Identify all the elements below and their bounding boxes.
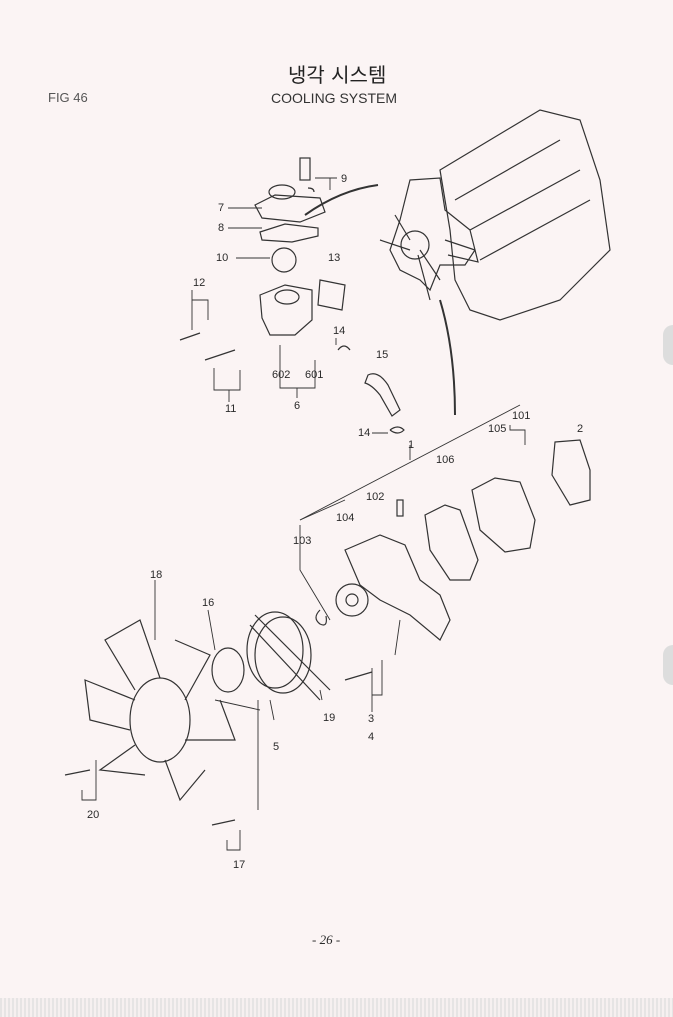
callout-12: 12 (193, 277, 206, 289)
callout-18: 18 (150, 569, 163, 581)
fan-and-pulley (64, 609, 373, 826)
callout-104: 104 (336, 512, 355, 524)
callout-3: 3 (368, 713, 375, 725)
callout-7: 7 (218, 202, 225, 214)
engine-block (379, 109, 611, 321)
callout-14-lower: 14 (358, 427, 371, 439)
figure-number: FIG 46 (48, 90, 88, 105)
callout-601: 601 (305, 369, 324, 381)
callout-14: 14 (333, 325, 346, 337)
water-pump-assembly (335, 439, 591, 641)
callout-105: 105 (488, 423, 507, 435)
callout-106: 106 (436, 454, 455, 466)
callout-2: 2 (577, 423, 584, 435)
callout-4: 4 (368, 731, 375, 743)
callout-102: 102 (366, 491, 385, 503)
callout-leaders (81, 177, 526, 851)
callout-6: 6 (294, 400, 301, 412)
callout-19: 19 (323, 712, 336, 724)
assembly-arrow (304, 184, 379, 216)
thermostat-housing (179, 157, 405, 434)
callout-9: 9 (341, 173, 348, 185)
callout-13: 13 (328, 252, 341, 264)
title-english: COOLING SYSTEM (271, 90, 398, 106)
binder-hole (663, 325, 673, 365)
callout-103: 103 (293, 535, 312, 547)
callout-602: 602 (272, 369, 291, 381)
callout-16: 16 (202, 597, 215, 609)
callout-5: 5 (273, 741, 280, 753)
page-number: - 26 - (312, 932, 341, 947)
binder-hole (663, 645, 673, 685)
assembly-arrow (439, 299, 456, 416)
callout-11: 11 (225, 403, 237, 415)
callout-1: 1 (408, 439, 415, 451)
callout-10: 10 (216, 252, 229, 264)
callout-20: 20 (87, 809, 100, 821)
callout-15: 15 (376, 349, 389, 361)
callout-101: 101 (512, 410, 531, 422)
title-korean: 냉각 시스템 (288, 63, 387, 87)
callout-17: 17 (233, 859, 246, 871)
callout-8: 8 (218, 222, 225, 234)
scan-edge-strip (0, 998, 673, 1017)
